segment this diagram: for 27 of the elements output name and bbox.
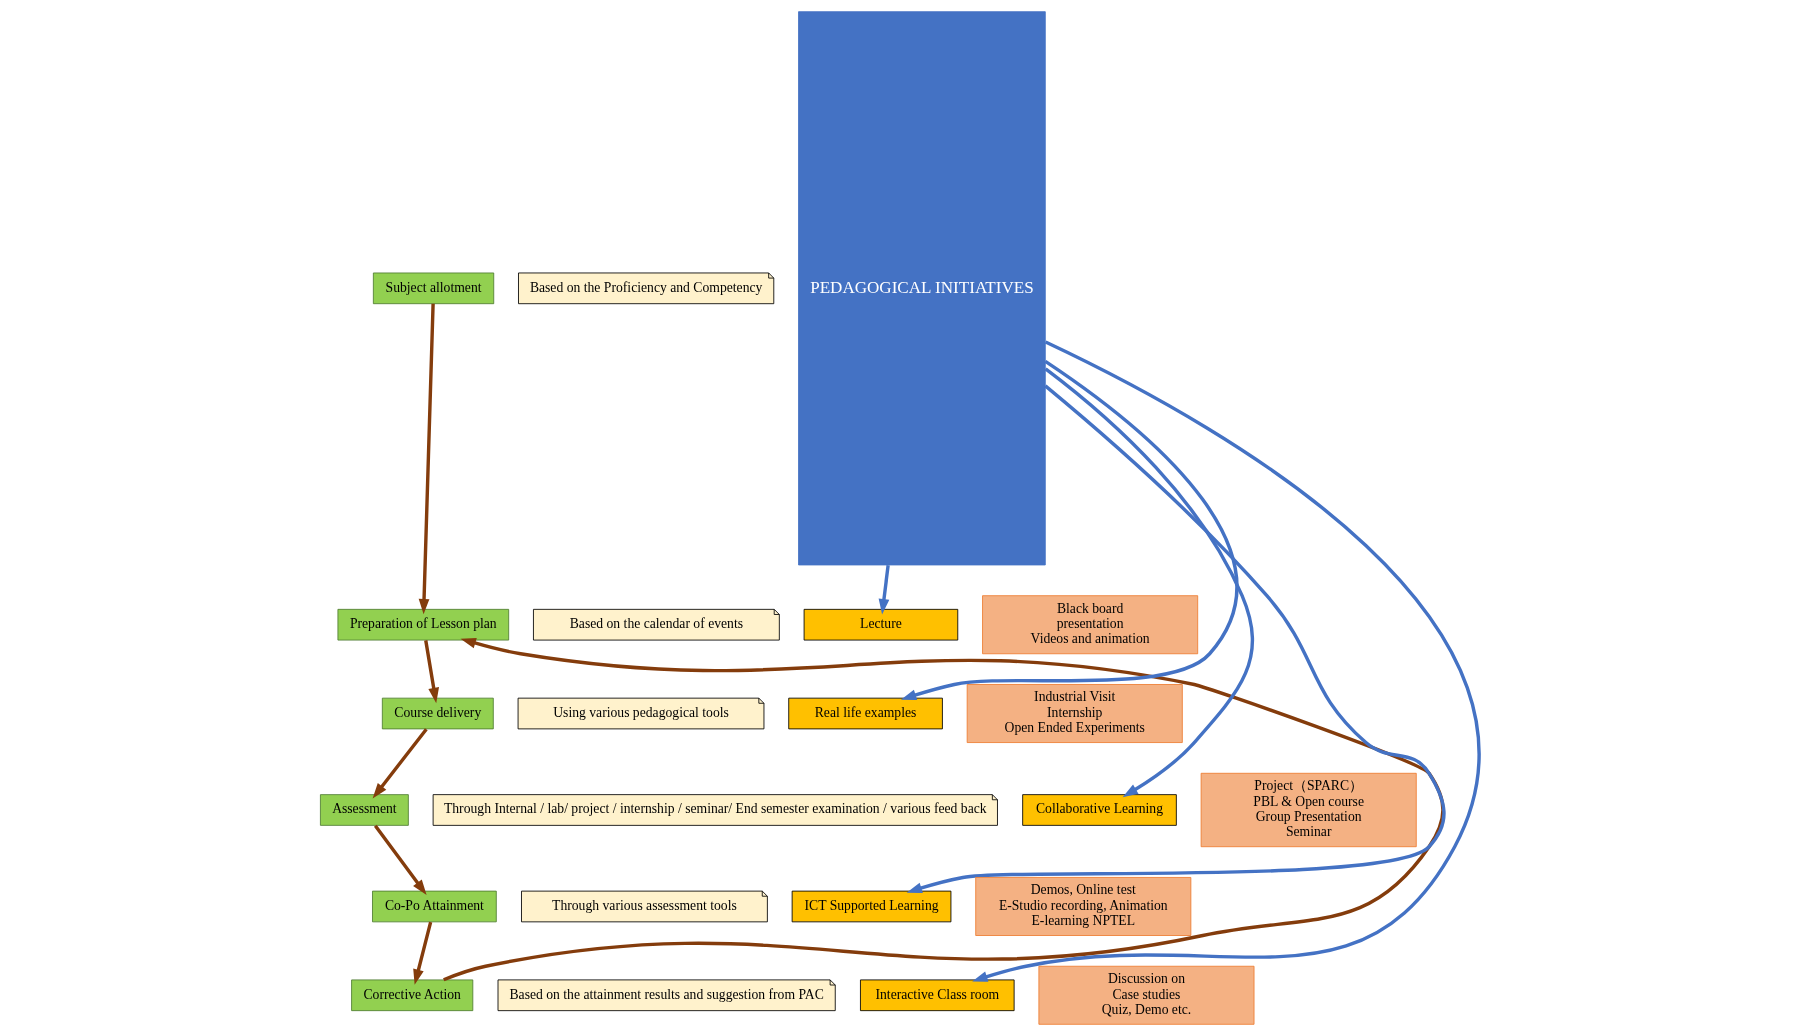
arrow bbox=[442, 637, 1443, 982]
node-box: Discussion on Case studies Quiz, Demo etc. bbox=[1037, 965, 1254, 1025]
node-box: PEDAGOGICAL INITIATIVES bbox=[797, 11, 1046, 566]
node-box: Subject allotment bbox=[372, 272, 494, 305]
arrow bbox=[906, 384, 1445, 894]
node-box: Interactive Class room bbox=[859, 979, 1015, 1012]
node-box: Project（SPARC） PBL & Open course Group Presentation Seminar bbox=[1200, 772, 1417, 848]
node-box: Industrial Visit Internship Open Ended Experiments bbox=[966, 684, 1183, 743]
node-box: Assessment bbox=[319, 794, 409, 826]
node-box: Collaborative Learning bbox=[1021, 794, 1177, 826]
arrow bbox=[423, 640, 439, 704]
node-box: Preparation of Lesson plan bbox=[337, 608, 509, 641]
arrow bbox=[878, 565, 890, 615]
arrow bbox=[373, 824, 427, 896]
node-box: Lecture bbox=[803, 608, 958, 641]
node-box: Co-Po Attainment bbox=[371, 890, 497, 923]
node-box: ICT Supported Learning bbox=[791, 890, 951, 923]
arrow bbox=[418, 303, 435, 615]
arrow bbox=[372, 728, 428, 799]
arrow bbox=[900, 359, 1238, 701]
arrow bbox=[1044, 367, 1254, 798]
node-box: Black board presentation Videos and animation bbox=[981, 595, 1198, 655]
node-box: Demos, Online test E-Studio recording, Animation E-learning NPTEL bbox=[974, 877, 1191, 936]
node-box: Real life examples bbox=[787, 697, 943, 730]
arrow bbox=[412, 921, 432, 985]
node-box: Corrective Action bbox=[350, 979, 473, 1012]
node-box: Course delivery bbox=[381, 697, 494, 730]
